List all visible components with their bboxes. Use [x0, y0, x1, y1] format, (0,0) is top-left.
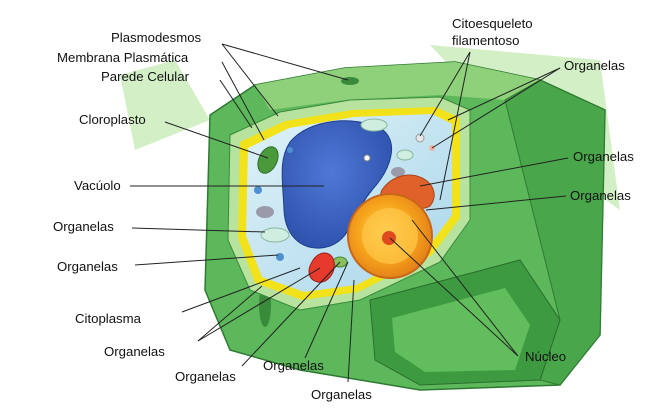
label-organelas-left-1: Organelas: [53, 219, 114, 234]
label-organelas-right-2: Organelas: [573, 149, 634, 164]
chloroplast-2: [261, 228, 289, 242]
label-nucleo: Núcleo: [525, 349, 566, 364]
label-citoesqueleto-2: filamentoso: [452, 33, 519, 48]
organelle-dot-1: [254, 186, 262, 194]
label-organelas-bottom-4: Organelas: [311, 387, 372, 402]
label-plasmodesmos: Plasmodesmos: [111, 30, 202, 45]
label-citoesqueleto-1: Citoesqueleto: [452, 16, 533, 31]
organelle-dot-2: [287, 147, 293, 153]
label-parede-celular: Parede Celular: [101, 69, 190, 84]
label-membrana-plasmatica: Membrana Plasmática: [57, 50, 189, 65]
organelle-white: [364, 155, 370, 161]
leader-plasmodesmos-a: [222, 44, 348, 80]
label-organelas-right-3: Organelas: [570, 188, 631, 203]
label-organelas-bottom-2: Organelas: [175, 369, 236, 384]
organelle-dot-5: [276, 253, 284, 261]
nucleolus: [382, 231, 396, 245]
label-organelas-right-1: Organelas: [564, 58, 625, 73]
plasmodesmata-pore: [341, 77, 359, 85]
chloroplast-4: [397, 150, 413, 160]
label-cloroplasto: Cloroplasto: [79, 112, 146, 127]
label-organelas-bottom-1: Organelas: [104, 344, 165, 359]
label-organelas-left-2: Organelas: [57, 259, 118, 274]
label-citoplasma: Citoplasma: [75, 311, 142, 326]
label-vacuolo: Vacúolo: [74, 178, 121, 193]
label-organelas-bottom-3: Organelas: [263, 358, 324, 373]
chloroplast-3: [361, 119, 387, 131]
organelle-gray-1: [256, 206, 274, 218]
